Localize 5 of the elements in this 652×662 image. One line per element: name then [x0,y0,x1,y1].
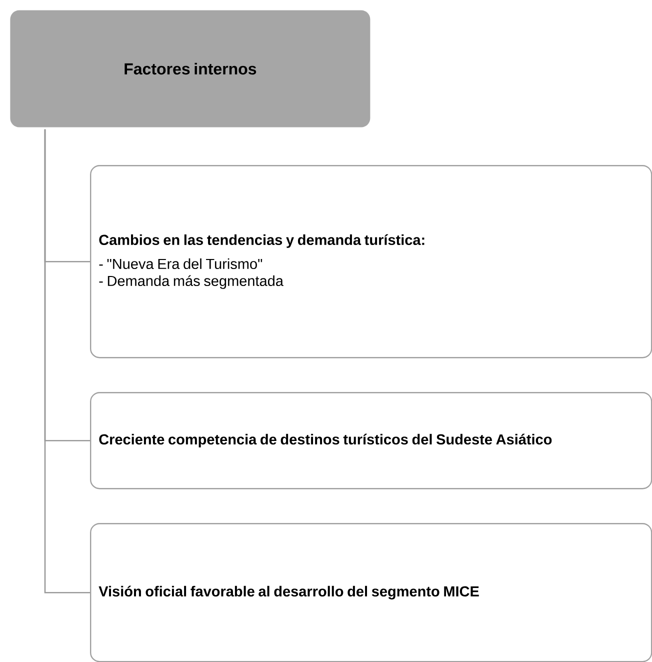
text-box: Visión oficial favorable al desarrollo del segmento MICE [90,523,652,662]
text-box: Creciente competencia de destinos turísticos del Sudeste Asiático [90,392,652,490]
connector-line [44,129,90,594]
text-box: Cambios en las tendencias y demanda turística: - "Nueva Era del Turismo" - Demanda más segmentada [90,165,652,358]
header-box: Factores internos [10,10,370,128]
